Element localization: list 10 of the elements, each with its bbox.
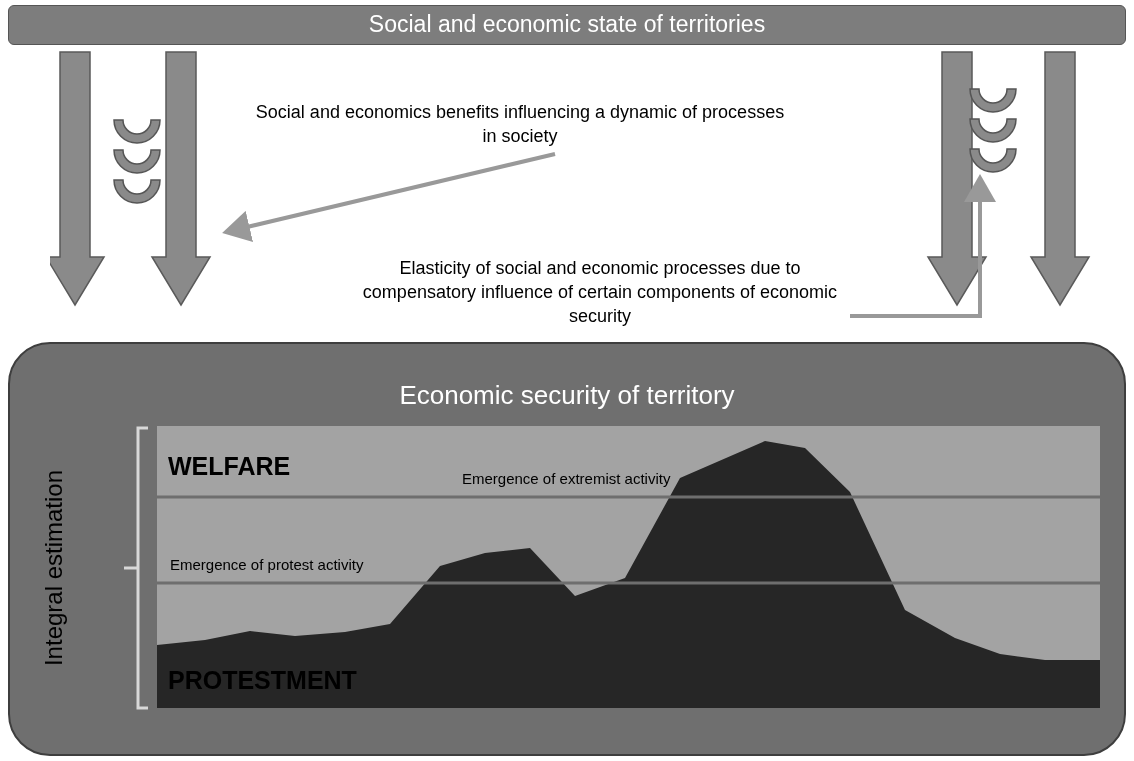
- axis-label: Integral estimation: [40, 469, 68, 667]
- threshold-label: Emergence of protest activity: [170, 556, 364, 573]
- panel-title: Economic security of territory: [398, 380, 736, 411]
- leader-arrow: [222, 152, 556, 243]
- leader-arrow: [850, 174, 996, 318]
- annotation-text: Elasticity of social and economic processes due to compensatory influence of certain components of economic security: [350, 256, 850, 330]
- threshold-label: Emergence of extremist activity: [462, 470, 671, 487]
- annotation-text: Social and economics benefits influencing a dynamic of processes in society: [255, 100, 785, 150]
- title-band: Social and economic state of territories: [8, 5, 1126, 45]
- zone-label: WELFARE: [168, 452, 291, 481]
